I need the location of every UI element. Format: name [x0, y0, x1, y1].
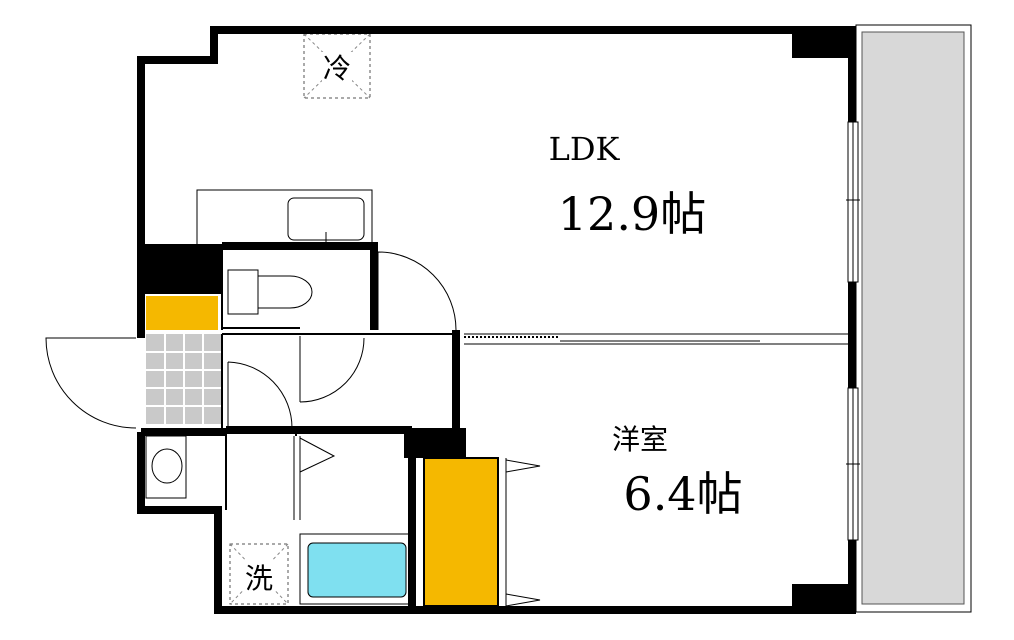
fridge-label: 冷 [323, 52, 351, 85]
western-room: 洋室 6.4帖 [612, 423, 743, 521]
closet [423, 457, 541, 607]
kitchen-counter [196, 189, 373, 247]
balcony [855, 24, 972, 613]
toilet [227, 269, 313, 315]
entrance-tile [146, 334, 222, 424]
wash-basin [145, 435, 187, 499]
bathtub [299, 533, 415, 605]
ldk-name: LDK [549, 130, 621, 168]
sliding-partition [464, 333, 848, 345]
fridge-space: 冷 [303, 33, 371, 99]
western-name: 洋室 [612, 423, 668, 456]
washer-space: 洗 [229, 543, 289, 605]
shoe-storage [146, 296, 218, 330]
western-size: 6.4帖 [623, 467, 742, 521]
ldk-room: 冷 LDK 12.9帖 [196, 33, 706, 247]
ldk-size: 12.9帖 [558, 187, 706, 241]
washer-label: 洗 [245, 562, 273, 595]
walls [137, 26, 856, 614]
